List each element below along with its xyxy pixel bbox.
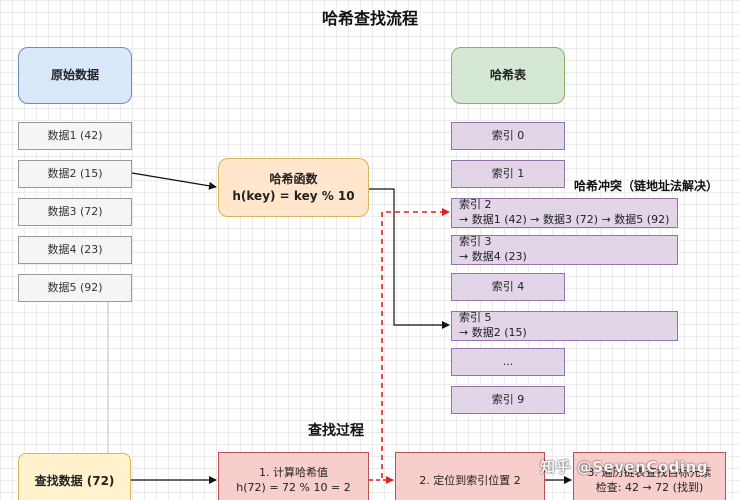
step-2-locate-index: 2. 定位到索引位置 2 [395,452,545,500]
search-start-box: 查找数据 (72) [18,453,131,500]
collision-label: 哈希冲突（链地址法解决） [574,179,719,193]
index-5: 索引 5 → 数据2 (15) [451,311,678,341]
data-item-2: 数据2 (15) [18,160,132,188]
index-0: 索引 0 [451,122,565,150]
data-item-5: 数据5 (92) [18,274,132,302]
index-9: 索引 9 [451,386,565,414]
search-process-label: 查找过程 [308,423,364,439]
data-item-1: 数据1 (42) [18,122,132,150]
step-1-compute-hash: 1. 计算哈希值 h(72) = 72 % 10 = 2 [218,452,369,500]
step-3-traverse-list: 3. 遍历链表查找目标元素 检查: 42 → 72 (找到) [573,452,726,500]
hash-function-name: 哈希函数 [269,172,318,187]
index-3: 索引 3 → 数据4 (23) [451,235,678,265]
hash-table-header: 哈希表 [451,47,565,104]
watermark: 知乎 @SevenCoding [540,458,708,476]
original-data-header: 原始数据 [18,47,132,104]
arrow-hash-to-index5 [369,188,450,329]
data-item-4: 数据4 (23) [18,236,132,264]
index-1: 索引 1 [451,160,565,188]
index-2: 索引 2 → 数据1 (42) → 数据3 (72) → 数据5 (92) [451,198,678,228]
arrow-step1-to-index2 [381,208,450,478]
diagram-title: 哈希查找流程 [321,9,418,28]
index-ellipsis: ... [451,348,565,376]
data-item-3: 数据3 (72) [18,198,132,226]
index-4: 索引 4 [451,273,565,301]
hash-function-box: 哈希函数 h(key) = key % 10 [218,158,369,217]
hash-function-formula: h(key) = key % 10 [232,188,355,203]
arrow-data2-to-hash [131,172,217,190]
